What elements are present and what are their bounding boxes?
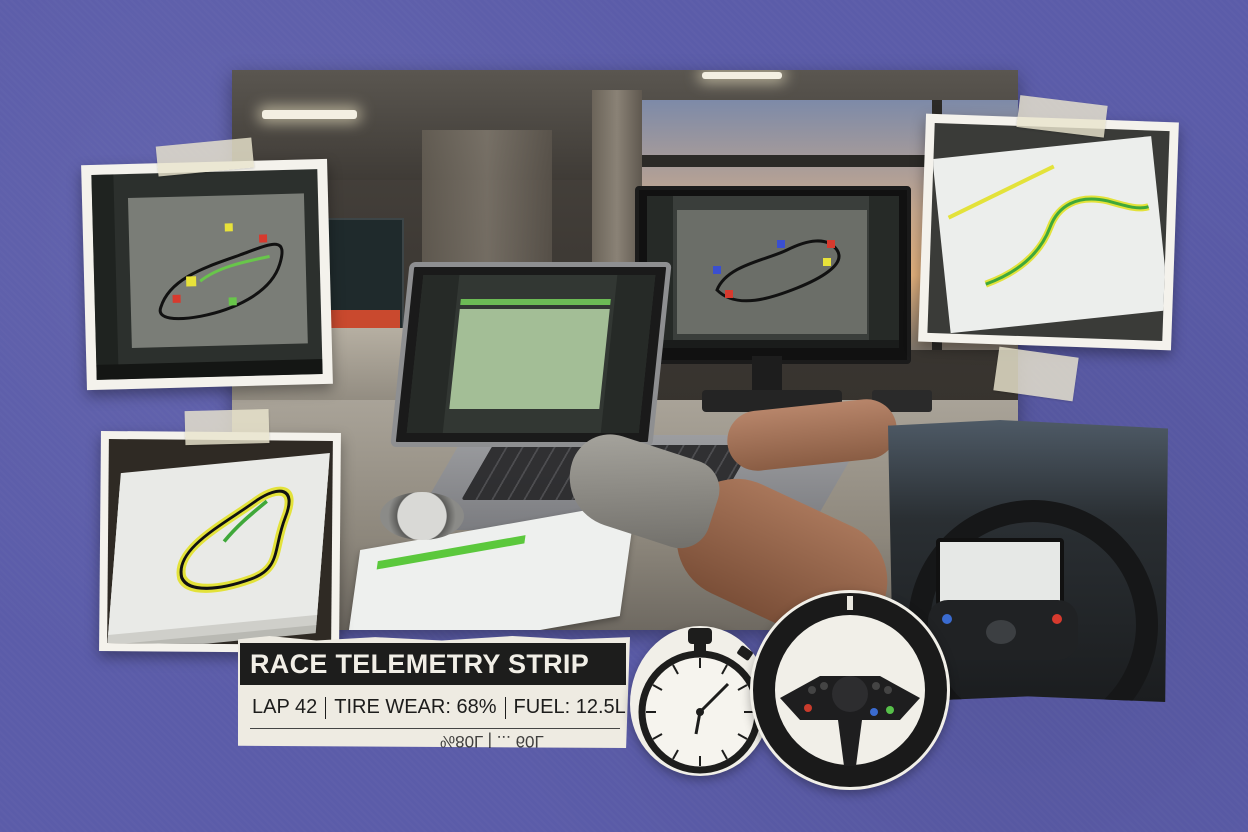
steering-wheel-cutout (750, 590, 950, 790)
window-frame (638, 155, 1018, 167)
photo-card-track-screen (81, 137, 333, 391)
photo-card-track-printout (918, 95, 1179, 351)
monitor-stand (752, 356, 782, 396)
photo-card-track-map-stack (99, 408, 341, 654)
printout-sheet (932, 136, 1170, 334)
steering-wheel-icon (753, 593, 947, 787)
ceiling-light (702, 72, 782, 79)
track-map-view (677, 210, 867, 334)
laptop (390, 262, 672, 447)
strip-ghost-text: %80L | ... 60L (440, 732, 544, 751)
divider (325, 696, 327, 719)
app-panel (869, 196, 899, 348)
wheel-button (942, 614, 952, 624)
telemetry-table (449, 309, 610, 409)
fuel-readout: FUEL: 12.5L (513, 696, 626, 718)
desktop-monitor (635, 186, 911, 364)
stopwatch-icon (638, 628, 762, 774)
track-outline (176, 486, 294, 593)
ceiling-light (262, 110, 357, 119)
tape-strip (184, 408, 270, 446)
wheel-hub (928, 600, 1078, 660)
strip-rule (250, 728, 620, 729)
marker (224, 223, 233, 232)
stopwatch-icon (380, 492, 464, 540)
photo (927, 122, 1170, 342)
track-map (158, 223, 284, 321)
laptop-screen (406, 275, 656, 433)
wheel-logo (986, 620, 1016, 644)
app-sidebar (406, 275, 460, 433)
marker (713, 266, 721, 274)
photo-card-cockpit (888, 420, 1168, 702)
wheel-button (1052, 614, 1062, 624)
monitor-screen (647, 196, 899, 348)
track-line (947, 164, 1150, 288)
marker (186, 276, 197, 287)
tire-wear-readout: TIRE WEAR: 68% (334, 696, 497, 718)
photo (888, 420, 1168, 702)
stopwatch-cutout (630, 626, 770, 776)
track-map-view (127, 193, 308, 348)
divider (504, 696, 506, 719)
marker (823, 258, 831, 266)
marker (172, 294, 181, 303)
header-highlight (460, 299, 611, 305)
marker (258, 234, 268, 243)
strip-title: RACE TELEMETRY STRIP (240, 643, 626, 685)
taskbar (96, 359, 323, 380)
photo (91, 169, 323, 380)
marker (725, 290, 733, 298)
tool-cabinet-drawer (330, 310, 400, 328)
track-map (713, 239, 841, 303)
strip-readout: LAP 42 TIRE WEAR: 68% FUEL: 12.5L (252, 696, 626, 719)
app-sidebar (91, 174, 119, 380)
dash-display (936, 538, 1064, 606)
paper-stack (108, 452, 330, 636)
photo (107, 439, 333, 645)
marker (827, 240, 835, 248)
marker (777, 240, 785, 248)
lap-readout: LAP 42 (252, 696, 318, 718)
marker (228, 297, 237, 306)
taskbar (647, 340, 899, 348)
